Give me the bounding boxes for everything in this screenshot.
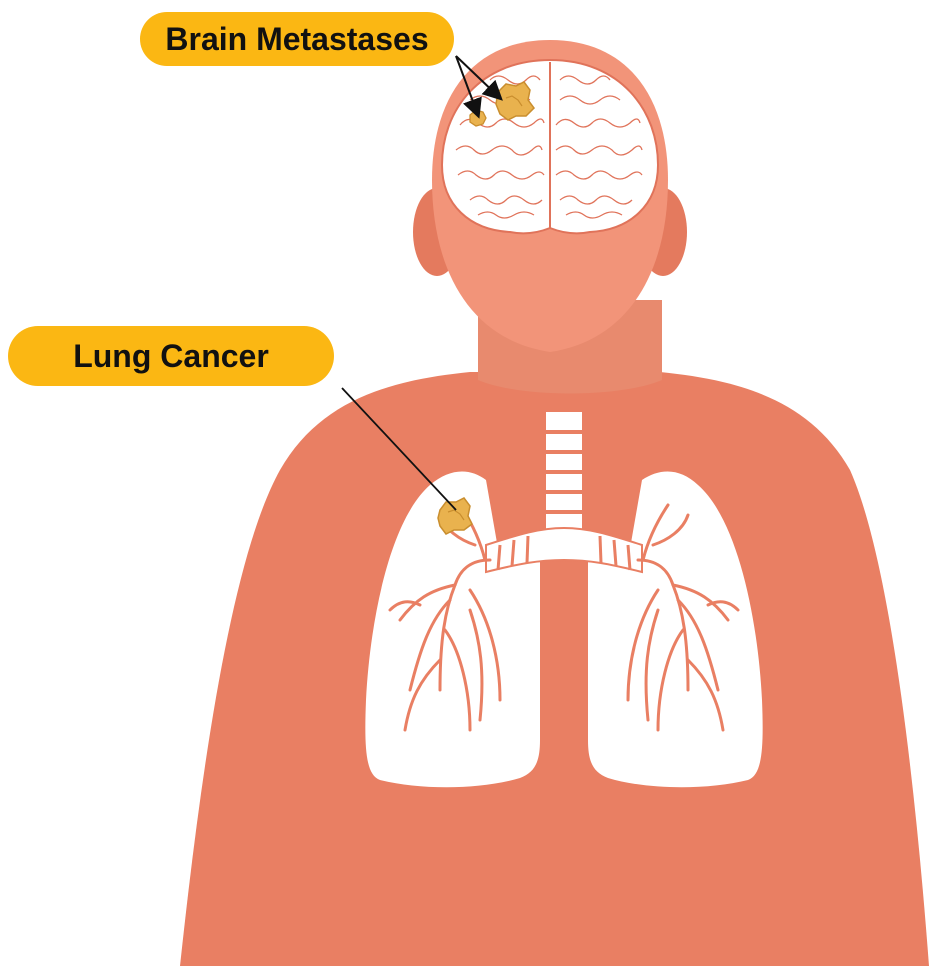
brain-metastases-label: Brain Metastases xyxy=(140,12,454,66)
brain-icon xyxy=(442,60,658,233)
lung-cancer-label: Lung Cancer xyxy=(8,326,334,386)
tumor-icon xyxy=(496,82,534,120)
trachea xyxy=(546,412,582,540)
